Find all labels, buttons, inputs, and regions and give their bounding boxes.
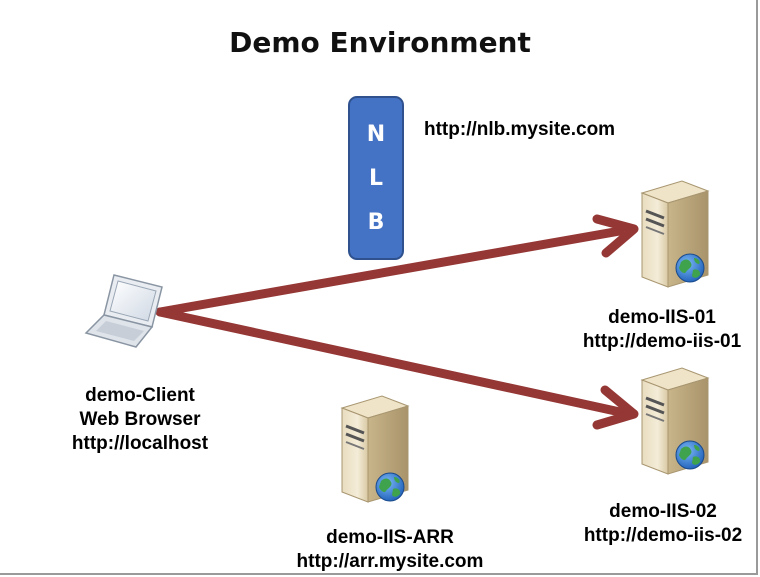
iis-02-label: demo-IIS-02 http://demo-iis-02 [566,500,760,548]
arr-label: demo-IIS-ARR http://arr.mysite.com [270,526,510,574]
server-arr-icon [340,394,410,504]
iis-01-url: http://demo-iis-01 [582,331,742,352]
nlb-url-label: http://nlb.mysite.com [424,119,616,140]
client-url: http://localhost [71,433,209,454]
arrow-to-iis-01 [155,214,639,317]
arr-name: demo-IIS-ARR [326,527,454,548]
nlb-box: N L B [348,96,404,260]
nlb-letter-b: B [367,209,385,235]
iis-01-label: demo-IIS-01 http://demo-iis-01 [560,306,760,354]
iis-02-name: demo-IIS-02 [609,501,717,522]
arr-url: http://arr.mysite.com [296,551,484,572]
laptop-icon [84,274,163,348]
server-iis-02-icon [640,366,710,476]
iis-02-url: http://demo-iis-02 [583,525,743,546]
client-app: Web Browser [79,409,201,430]
diagram-title: Demo Environment [229,26,531,59]
server-iis-01-icon [640,179,710,289]
client-name: demo-Client [85,385,195,406]
arrow-to-iis-02 [155,307,639,430]
iis-01-name: demo-IIS-01 [608,307,716,328]
client-label: demo-Client Web Browser http://localhost [30,384,250,456]
nlb-letter-n: N [366,121,386,147]
nlb-letter-l: L [368,165,384,191]
